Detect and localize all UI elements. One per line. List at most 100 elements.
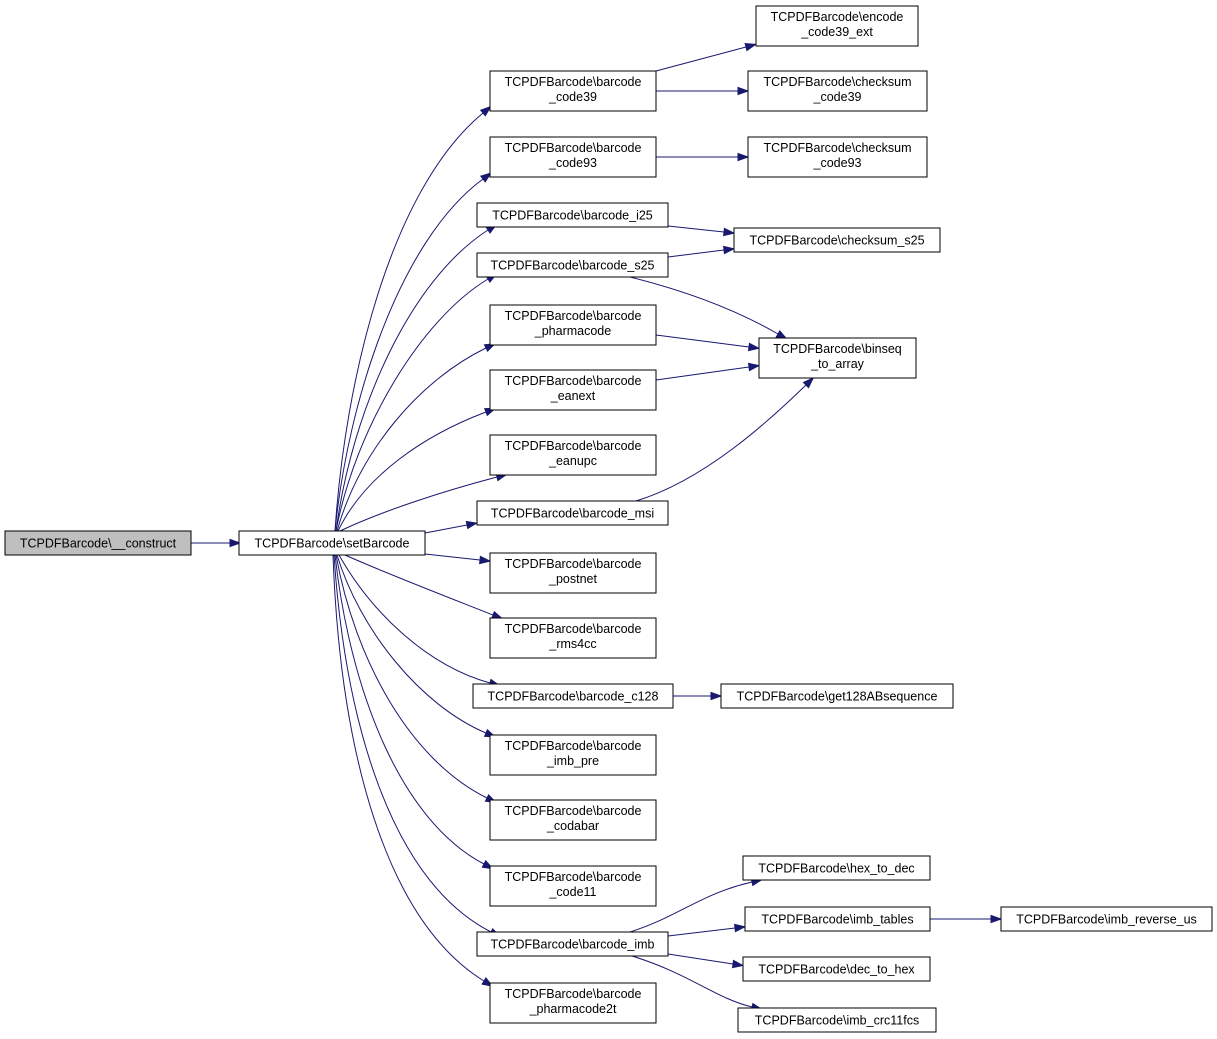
edge-construct-to-setBarcode	[191, 538, 242, 548]
node-label: _code93	[813, 156, 862, 170]
node-barcode-msi[interactable]: TCPDFBarcode\barcode_msi	[476, 500, 669, 526]
edge-layer	[191, 42, 1003, 1012]
node-box	[733, 227, 941, 253]
edge-line	[337, 411, 487, 532]
node-label: TCPDFBarcode\barcode	[505, 374, 642, 388]
node-label: TCPDFBarcode\barcode	[505, 870, 642, 884]
edge-setBarcode-to-barcode_s25	[335, 273, 498, 532]
node-label: TCPDFBarcode\barcode	[505, 309, 642, 323]
node-setBarcode[interactable]: TCPDFBarcode\setBarcode	[238, 530, 426, 556]
node-label: TCPDFBarcode\barcode_s25	[491, 259, 655, 273]
node-label: TCPDFBarcode\barcode	[505, 141, 642, 155]
node-label: _codabar	[546, 819, 599, 833]
edge-arrowhead	[990, 914, 1003, 924]
node-label: TCPDFBarcode\get128ABsequence	[737, 690, 938, 704]
node-barcode-pharmacode[interactable]: TCPDFBarcode\barcode_pharmacode	[489, 304, 657, 346]
node-box	[489, 136, 657, 178]
edge-arrowhead	[731, 959, 745, 969]
node-box	[755, 5, 919, 47]
node-imb-tables[interactable]: TCPDFBarcode\imb_tables	[744, 906, 931, 932]
node-barcode-c128[interactable]: TCPDFBarcode\barcode_c128	[472, 683, 674, 709]
edge-arrowhead	[479, 105, 492, 117]
edge-setBarcode-to-barcode_code39	[334, 105, 492, 532]
node-box	[476, 931, 669, 957]
edge-line	[667, 249, 725, 258]
node-box	[747, 70, 928, 112]
edge-line	[667, 927, 736, 937]
edge-barcode_c128-to-get128ABsequence	[673, 691, 723, 701]
node-box	[747, 136, 928, 178]
node-label: TCPDFBarcode\encode	[771, 10, 904, 24]
node-binseq-to-array[interactable]: TCPDFBarcode\binseq_to_array	[758, 337, 917, 379]
node-box	[489, 369, 657, 411]
node-barcode-s25[interactable]: TCPDFBarcode\barcode_s25	[476, 252, 669, 278]
node-barcode-eanupc[interactable]: TCPDFBarcode\barcode_eanupc	[489, 434, 657, 476]
node-box	[489, 982, 657, 1024]
edge-barcode_s25-to-checksum_s25	[667, 245, 736, 258]
edge-barcode_imb-to-dec_to_hex	[667, 953, 745, 969]
edge-line	[336, 554, 487, 734]
edge-line	[332, 554, 485, 982]
node-barcode-code39[interactable]: TCPDFBarcode\barcode_code39	[489, 70, 657, 112]
node-barcode-i25[interactable]: TCPDFBarcode\barcode_i25	[476, 202, 669, 228]
edge-setBarcode-to-barcode_code93	[334, 172, 493, 532]
node-imb-crc11fcs[interactable]: TCPDFBarcode\imb_crc11fcs	[737, 1007, 937, 1033]
node-box	[737, 1007, 937, 1033]
edge-line	[338, 554, 491, 684]
node-barcode-imb[interactable]: TCPDFBarcode\barcode_imb	[476, 931, 669, 957]
node-encode-code39-ext[interactable]: TCPDFBarcode\encode_code39_ext	[755, 5, 919, 47]
node-label: _postnet	[548, 572, 597, 586]
edge-line	[424, 553, 481, 561]
edge-line	[335, 278, 489, 532]
edge-line	[335, 229, 489, 532]
edge-line	[339, 476, 498, 532]
node-checksum-code39[interactable]: TCPDFBarcode\checksum_code39	[747, 70, 928, 112]
node-box	[4, 530, 192, 556]
node-barcode-eanext[interactable]: TCPDFBarcode\barcode_eanext	[489, 369, 657, 411]
node-barcode-code93[interactable]: TCPDFBarcode\barcode_code93	[489, 136, 657, 178]
node-checksum-code93[interactable]: TCPDFBarcode\checksum_code93	[747, 136, 928, 178]
node-get128ABsequence[interactable]: TCPDFBarcode\get128ABsequence	[720, 683, 954, 709]
edge-line	[334, 554, 485, 865]
edge-arrowhead	[744, 42, 758, 52]
node-dec-to-hex[interactable]: TCPDFBarcode\dec_to_hex	[742, 956, 931, 982]
node-label: TCPDFBarcode\barcode	[505, 622, 642, 636]
node-box	[744, 906, 931, 932]
edge-arrowhead	[465, 520, 479, 530]
edge-arrowhead	[802, 376, 815, 389]
node-label: _eanext	[550, 389, 596, 403]
node-label: TCPDFBarcode\barcode	[505, 987, 642, 1001]
node-label: TCPDFBarcode\imb_reverse_us	[1016, 913, 1197, 927]
edge-barcode_imb-to-imb_tables	[667, 923, 747, 937]
edge-arrowhead	[723, 245, 736, 255]
node-label: TCPDFBarcode\dec_to_hex	[758, 963, 915, 977]
node-box	[489, 434, 657, 476]
node-label: TCPDFBarcode\checksum_s25	[749, 234, 924, 248]
node-box	[489, 734, 657, 776]
edge-line	[336, 347, 487, 532]
node-barcode-codabar[interactable]: TCPDFBarcode\barcode_codabar	[489, 799, 657, 841]
edge-imb_tables-to-imb_reverse_us	[930, 914, 1003, 924]
node-barcode-rms4cc[interactable]: TCPDFBarcode\barcode_rms4cc	[489, 617, 657, 659]
node-box	[489, 552, 657, 594]
node-barcode-imb-pre[interactable]: TCPDFBarcode\barcode_imb_pre	[489, 734, 657, 776]
edge-line	[424, 524, 468, 534]
node-label: TCPDFBarcode\barcode	[505, 75, 642, 89]
node-hex-to-dec[interactable]: TCPDFBarcode\hex_to_dec	[742, 855, 931, 881]
edge-line	[334, 178, 484, 532]
edge-setBarcode-to-barcode_imb	[333, 554, 502, 938]
node-label: TCPDFBarcode\imb_crc11fcs	[755, 1014, 919, 1028]
node-checksum-s25[interactable]: TCPDFBarcode\checksum_s25	[733, 227, 941, 253]
node-box	[742, 855, 931, 881]
edge-arrowhead	[229, 538, 242, 548]
node-barcode-code11[interactable]: TCPDFBarcode\barcode_code11	[489, 865, 657, 907]
edge-barcode_code39-to-checksum_code39	[656, 86, 750, 96]
edge-line	[629, 881, 753, 933]
node-imb-reverse-us[interactable]: TCPDFBarcode\imb_reverse_us	[1000, 906, 1213, 932]
node-box	[489, 304, 657, 346]
edge-line	[655, 46, 747, 72]
node-barcode-pharmacode2t[interactable]: TCPDFBarcode\barcode_pharmacode2t	[489, 982, 657, 1024]
node-label: _code11	[548, 885, 596, 899]
node-barcode-postnet[interactable]: TCPDFBarcode\barcode_postnet	[489, 552, 657, 594]
